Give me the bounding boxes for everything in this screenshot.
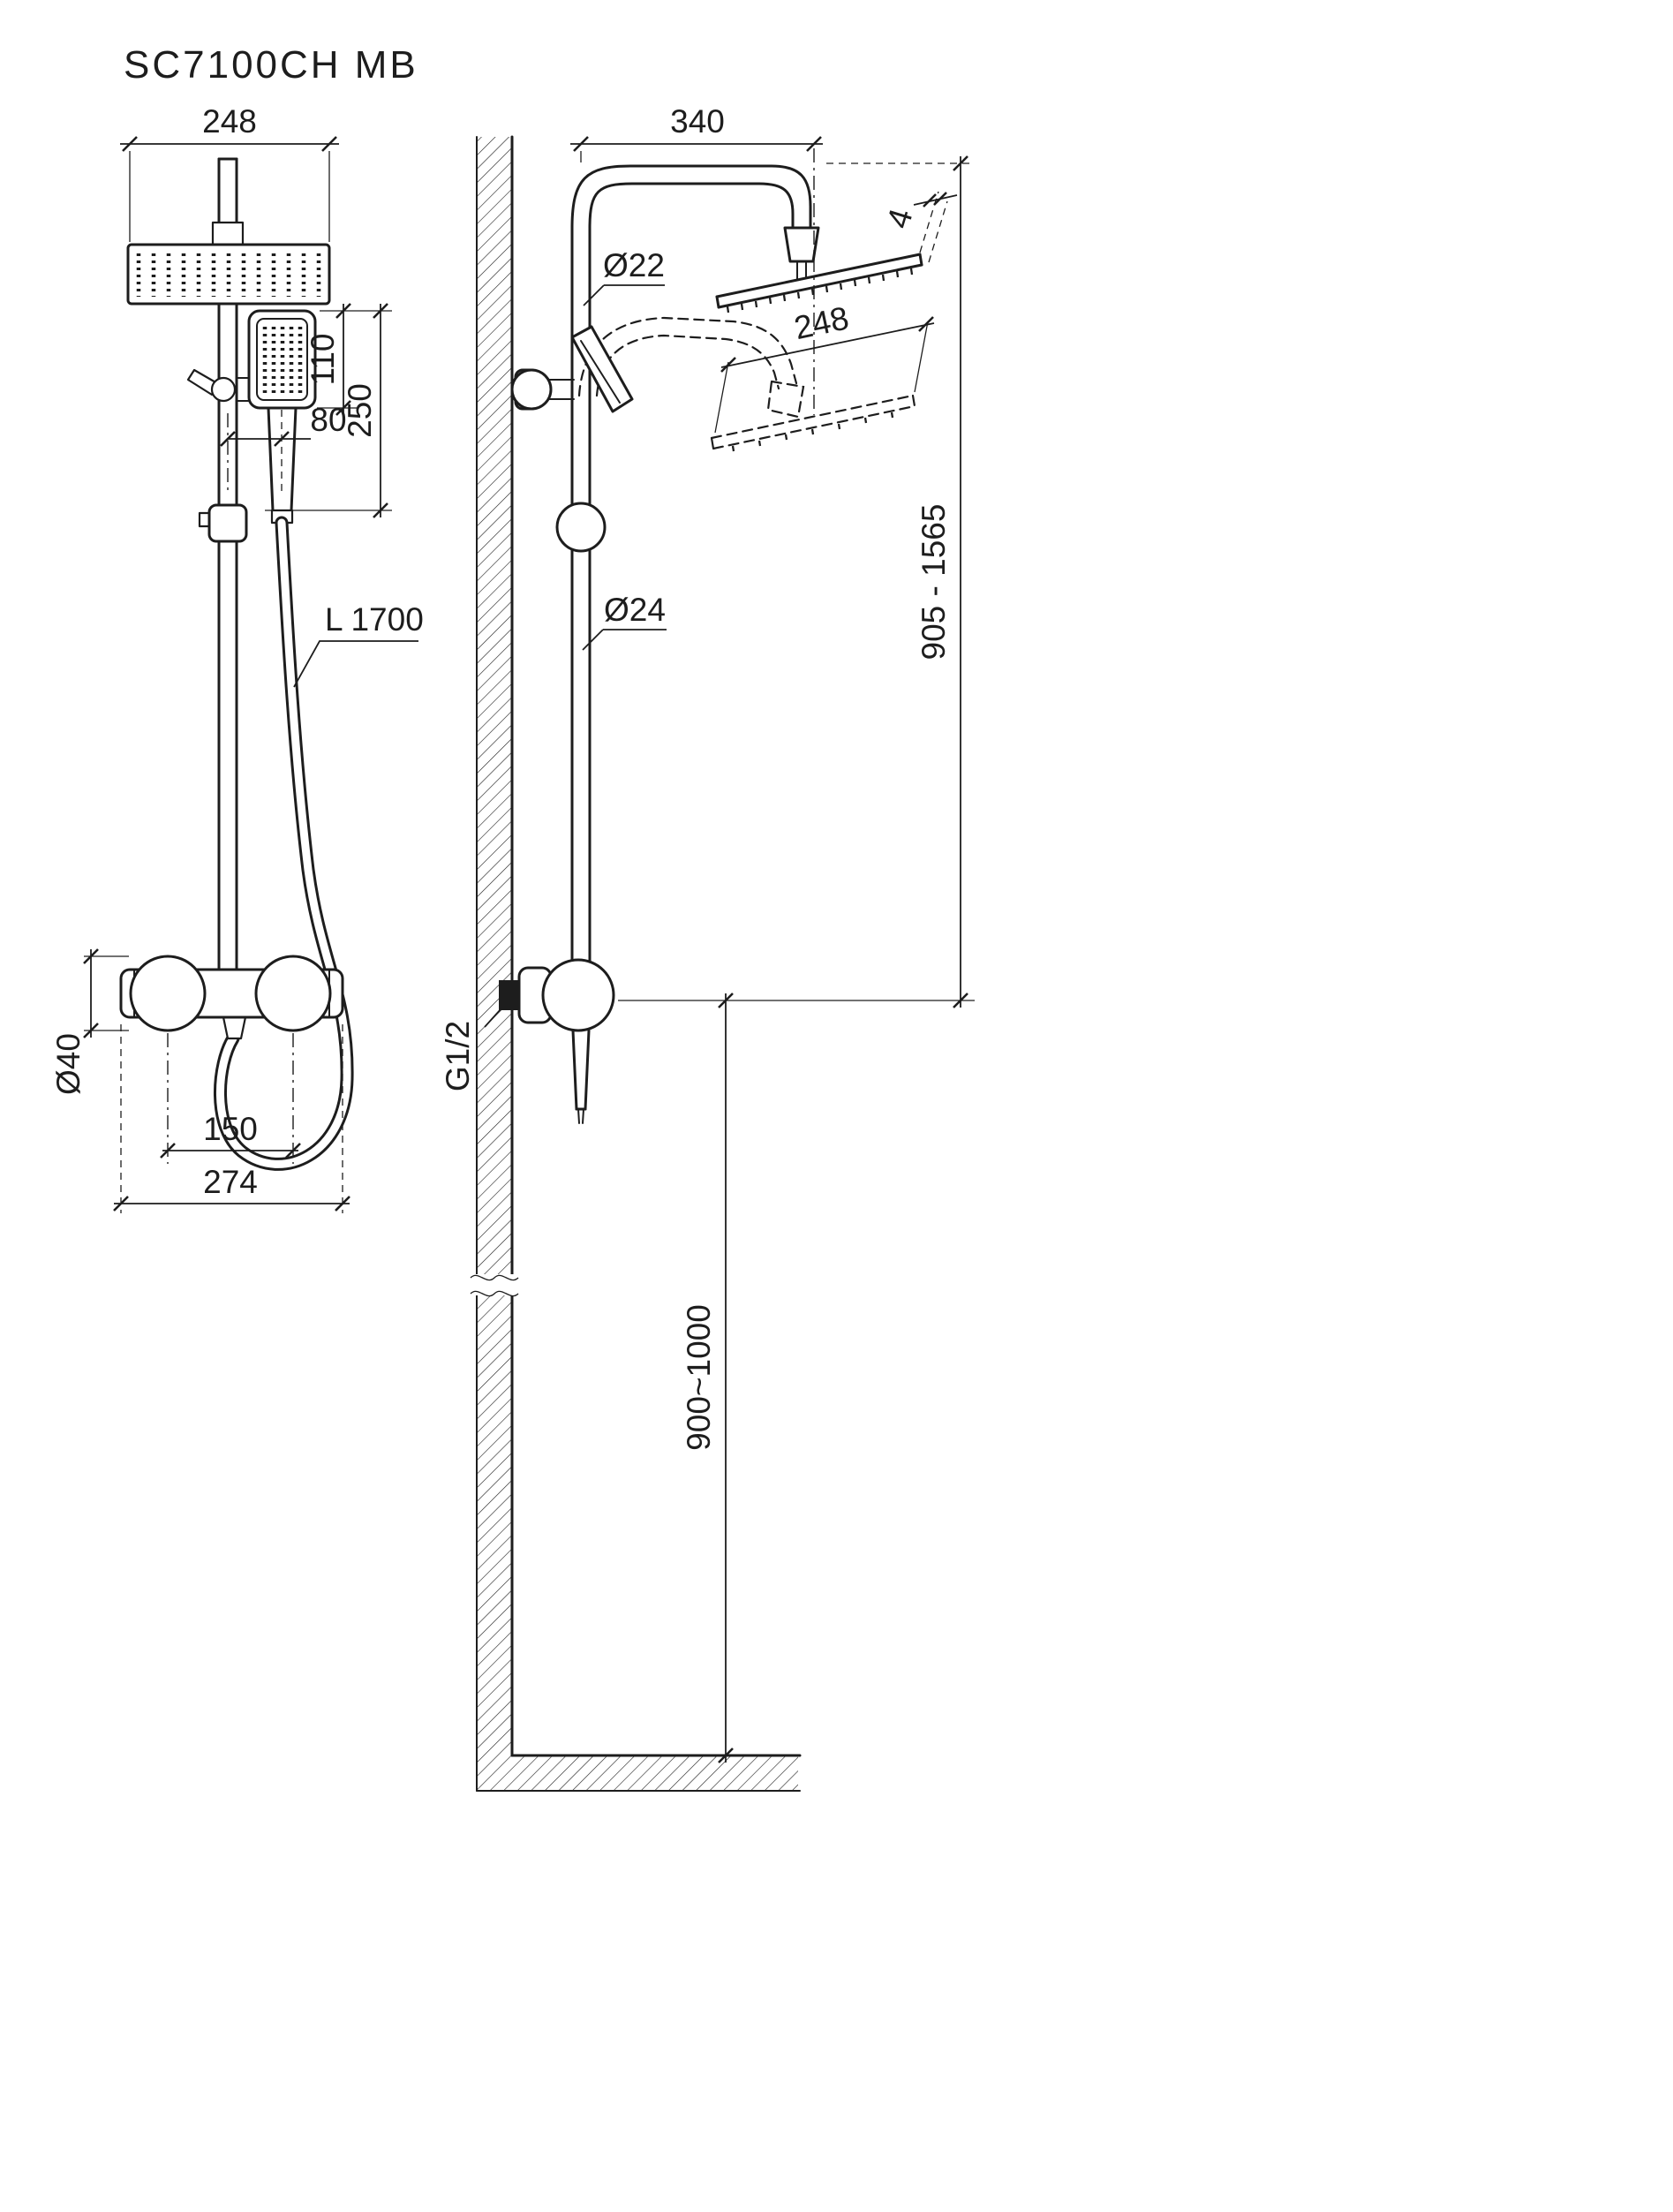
front-dimensions: 248 110 250 80 L 1700 (50, 103, 424, 1213)
dim-install-height: 900~1000 (681, 1304, 717, 1451)
rain-head-nozzles (136, 253, 321, 297)
dim-head-thickness: 4 (879, 205, 919, 233)
mixer-side (499, 958, 615, 1124)
dim-knob-spacing: 150 (203, 1111, 258, 1147)
dim-head-depth: 248 (791, 299, 852, 346)
dim-mixer-width: 274 (203, 1164, 258, 1200)
shower-hose (213, 516, 354, 1171)
dim-riser-diameter: Ø24 (604, 592, 666, 628)
rain-head-side-nozzles (726, 268, 914, 313)
slider-side (555, 502, 607, 553)
hose-outlet (222, 1015, 247, 1040)
dim-knob-diameter: Ø40 (50, 1033, 87, 1095)
dim-hand-shower-height: 110 (305, 334, 341, 386)
mixer-knob-left (129, 955, 207, 1032)
side-view: 340 4 Ø22 248 Ø24 (440, 103, 975, 1792)
dim-inlet-connection: G1/2 (440, 1021, 476, 1091)
wall-hatch (477, 137, 512, 1791)
side-dimensions: 340 4 Ø22 248 Ø24 (440, 103, 975, 1763)
front-view: 248 110 250 80 L 1700 (50, 103, 424, 1213)
rain-head-lowered-phantom (577, 148, 916, 452)
hand-shower-side (570, 325, 634, 413)
rain-head-side (715, 226, 923, 313)
floor-hatch (512, 1755, 798, 1791)
hand-shower-holder-front (186, 368, 252, 403)
dim-column-height: 905 - 1565 (916, 504, 952, 661)
wall-section (470, 135, 519, 1792)
dim-hose-length: L 1700 (325, 601, 424, 638)
dim-hand-shower-length: 250 (342, 383, 378, 438)
mixer-front (119, 955, 344, 1164)
rain-head-front (126, 243, 331, 306)
floor-section (476, 1754, 802, 1792)
dim-head-width: 248 (202, 103, 257, 140)
wall-inlet (499, 980, 521, 1010)
dim-arm-projection: 340 (670, 103, 725, 140)
dim-arm-diameter: Ø22 (603, 247, 665, 283)
slider-front (198, 503, 248, 543)
hand-shower-holder-side (510, 325, 634, 413)
dim-hand-shower-offset: 80 (310, 402, 346, 438)
phantom-nozzles (731, 411, 894, 452)
mixer-body-side (541, 958, 615, 1032)
model-title: SC7100CH MB (124, 43, 418, 87)
mixer-knob-right (254, 955, 332, 1032)
